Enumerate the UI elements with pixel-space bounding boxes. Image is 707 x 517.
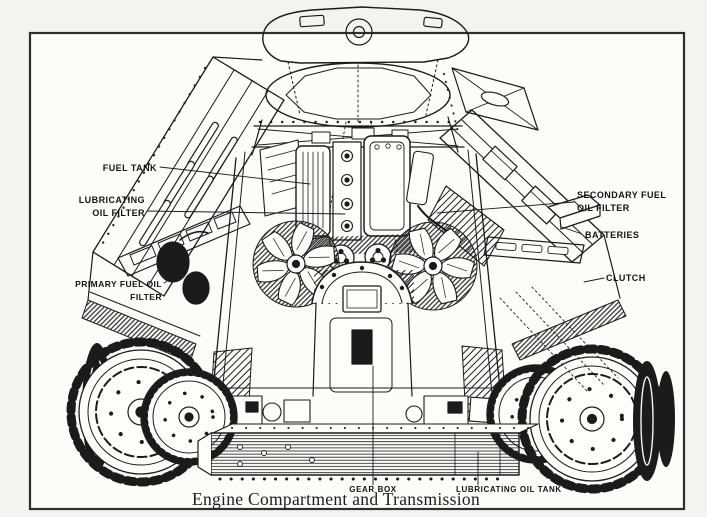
leader-lubricating-oil-filter <box>146 210 346 215</box>
clutch-housing <box>311 261 414 397</box>
label-secondary-fuel-oil-filter: SECONDARY FUEL OIL FILTER <box>577 190 667 213</box>
leader-secondary-fuel-oil-filter <box>436 201 575 214</box>
label-lubricating-oil-filter: LUBRICATING OIL FILTER <box>78 195 145 218</box>
label-gear-box: GEAR BOX <box>349 485 397 494</box>
label-batteries: BATTERIES <box>585 230 640 240</box>
label-clutch: CLUTCH <box>606 273 646 283</box>
leader-batteries <box>561 226 583 235</box>
hull-sponsons <box>81 291 627 363</box>
leader-fuel-tank <box>159 166 311 185</box>
batteries-box <box>547 194 601 230</box>
label-fuel-tank: FUEL TANK <box>102 163 157 173</box>
leader-clutch <box>583 277 605 283</box>
leader-primary-fuel-oil-filter <box>163 273 179 284</box>
leader-lines <box>146 166 619 486</box>
left-engine-deck <box>87 56 285 305</box>
label-primary-fuel-oil-filter: PRIMARY FUEL OIL FILTER <box>75 279 162 302</box>
gearbox <box>197 423 539 481</box>
label-lubricating-oil-tank: LUBRICATING OIL TANK <box>456 485 562 494</box>
figure-caption: Engine Compartment and Transmission <box>191 489 481 509</box>
drive-sprocket-left <box>66 337 238 487</box>
